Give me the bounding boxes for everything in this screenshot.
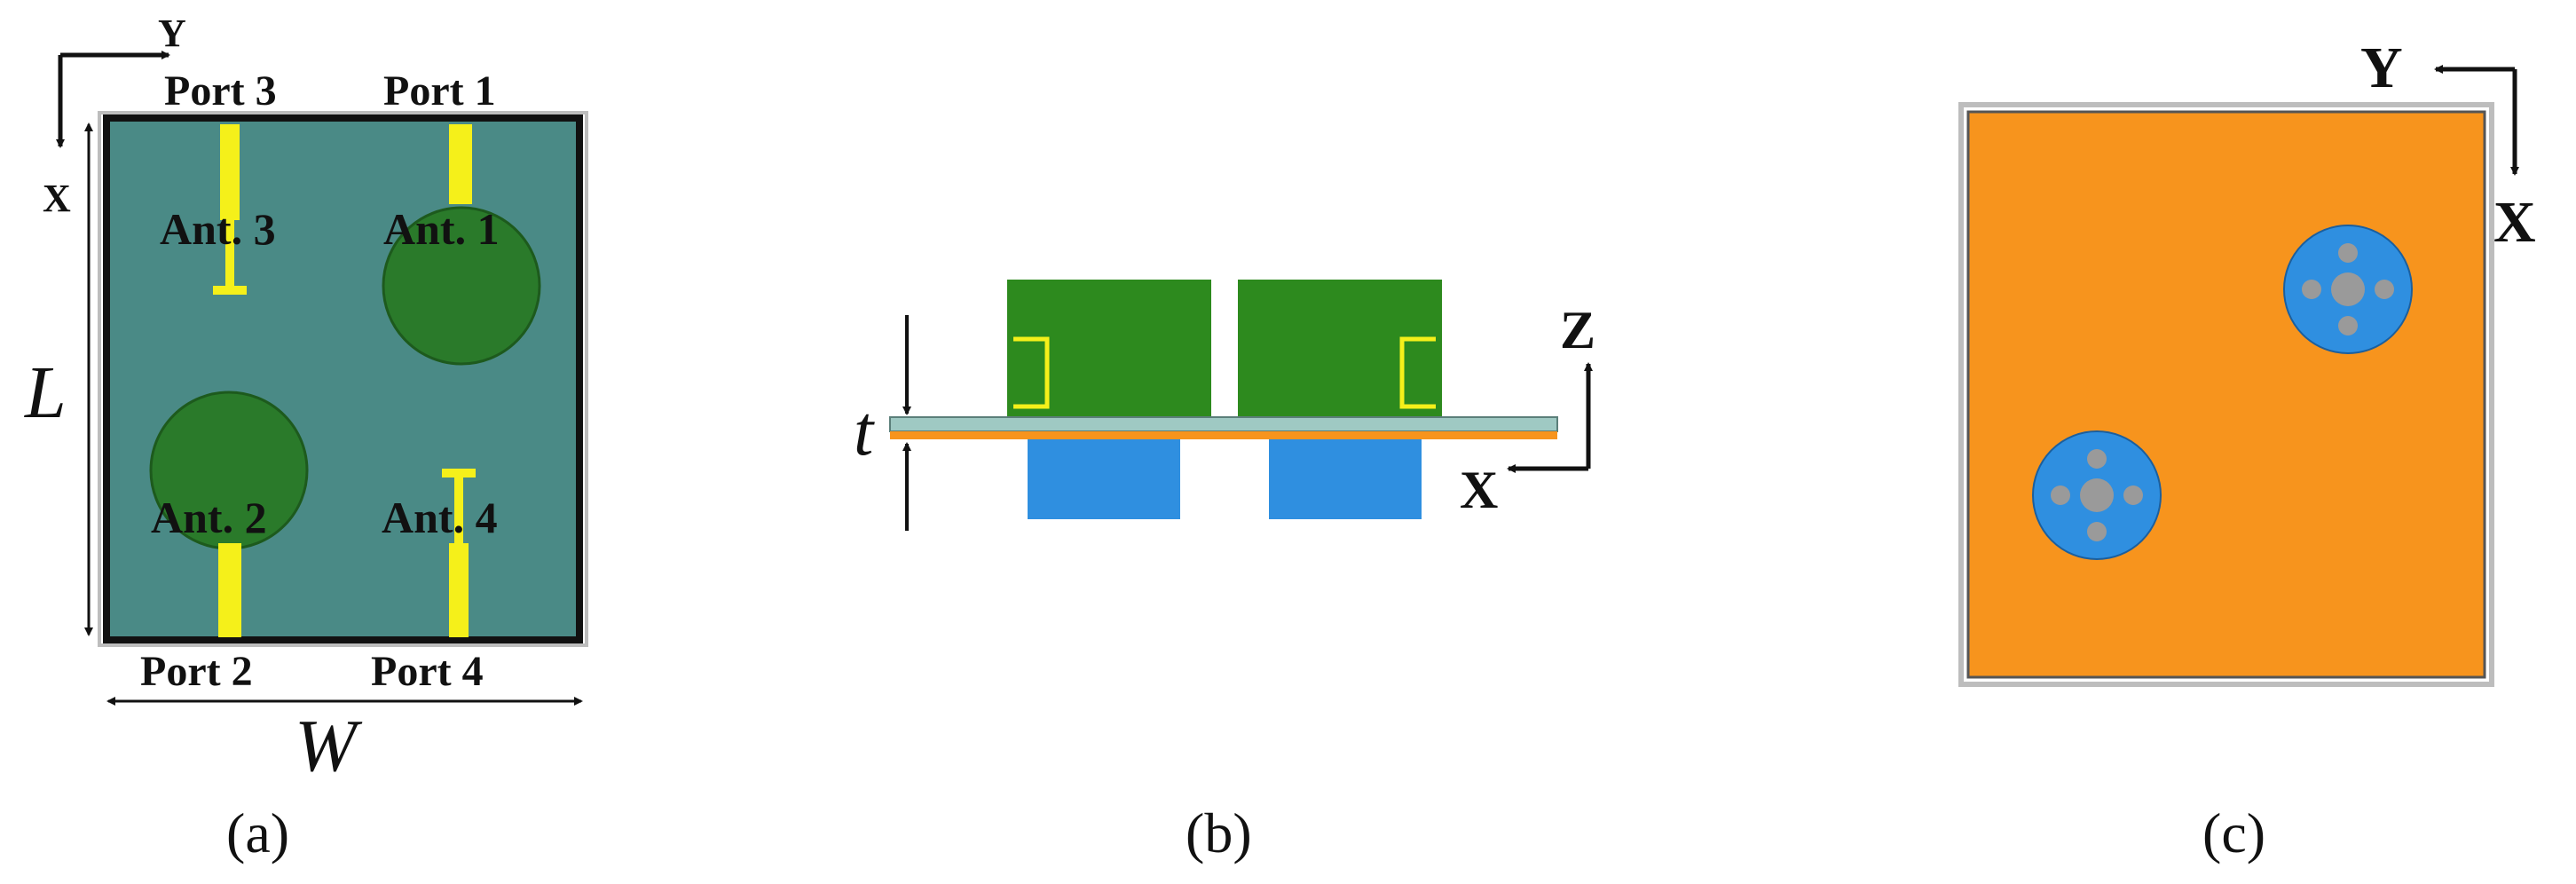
length-label: L (24, 351, 67, 434)
axes-c: Y X (2360, 36, 2536, 255)
feed-probe-right (1399, 336, 1436, 409)
dimension-thickness: t (854, 315, 911, 531)
feed-line-port-4 (442, 469, 476, 637)
ant-1-label: Ant. 1 (383, 204, 500, 254)
ant-2-label: Ant. 2 (151, 493, 267, 542)
dr-footprint-2 (2032, 430, 2162, 560)
axes-a: Y X (43, 12, 186, 220)
caption-b: (b) (1186, 801, 1252, 864)
ground-plane-bottom (1966, 110, 2486, 679)
axis-x-label: X (43, 177, 71, 220)
dr-footprint-1 (2283, 225, 2413, 354)
port-3-label: Port 3 (164, 67, 277, 114)
thickness-label: t (854, 392, 875, 470)
width-label: W (295, 705, 363, 787)
port-4-label: Port 4 (371, 648, 484, 695)
bottom-cylinder-right (1269, 439, 1422, 519)
axis-x-label-c: X (2493, 190, 2536, 255)
axes-b: Z X (1460, 301, 1595, 519)
dimension-width: W (106, 697, 583, 787)
caption-a: (a) (226, 801, 289, 864)
axis-x-label-b: X (1460, 461, 1498, 519)
port-1-label: Port 1 (383, 67, 496, 114)
feed-line-port-1 (449, 124, 472, 204)
port-2-label: Port 2 (140, 648, 253, 695)
caption-c: (c) (2202, 801, 2265, 864)
ant-4-label: Ant. 4 (382, 493, 498, 542)
axis-y-label-c: Y (2360, 36, 2403, 100)
axis-z-label: Z (1560, 301, 1595, 359)
ant-3-label: Ant. 3 (160, 204, 276, 254)
feed-line-port-3 (213, 124, 247, 295)
substrate-side (889, 416, 1558, 432)
substrate-top (103, 114, 583, 643)
patch-ant-1 (382, 206, 541, 366)
ground-plane-side (890, 431, 1557, 439)
bottom-cylinder-left (1028, 439, 1180, 519)
feed-probe-left (1013, 336, 1050, 409)
top-cylinder-right (1238, 280, 1442, 422)
dimension-length: L (24, 122, 93, 636)
panel-c: Y X (c) (1958, 36, 2536, 864)
panel-a: Y X Port 3 Port 1 Ant. 3 Ant. 1 (24, 12, 588, 864)
feed-line-port-2 (218, 543, 241, 637)
panel-b: t Z X (b) (854, 280, 1595, 864)
axis-y-label: Y (158, 12, 186, 55)
top-cylinder-left (1007, 280, 1211, 422)
